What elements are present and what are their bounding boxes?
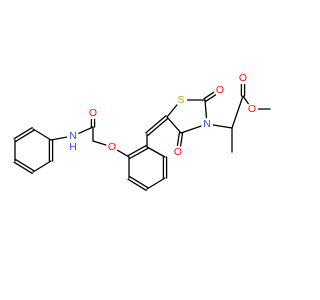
bond-c5-c4	[166, 116, 182, 134]
bond-q4-q5-line0	[15, 129, 35, 143]
bond-q2-q3-line0	[15, 158, 35, 172]
atom-o_c4: O	[174, 146, 182, 158]
atom-n_ring: N	[203, 118, 211, 130]
bond-h4-h5-line0	[129, 147, 149, 160]
bond-c5-c_exo-line0	[145, 115, 167, 134]
bond-c_alpha-n_ring	[212, 124, 233, 129]
atom-label-o_ether: O	[108, 141, 116, 153]
bond-c4-n_ring	[180, 125, 202, 134]
bond-c4-o_c4-line0	[176, 132, 181, 146]
bond-n_ring-c2	[204, 99, 208, 119]
bond-c_ester-c_alpha	[231, 95, 244, 129]
atom-o_ether: O	[108, 141, 116, 153]
atom-label-o_c2: O	[216, 84, 224, 96]
bond-s_ring-c5	[166, 104, 178, 118]
bond-h2-h3-line1	[127, 178, 147, 192]
atom-label-n_ring: N	[203, 118, 211, 130]
bond-q1-q2	[32, 160, 52, 173]
atom-label-o_ester: O	[248, 103, 256, 115]
atom-nh_amide: NH	[69, 130, 77, 153]
bond-c2-o_c2-line1	[203, 91, 215, 100]
atom-o_carbonyl_ester: O	[239, 72, 247, 84]
bond-q5-q0	[32, 128, 52, 141]
bond-h4-o_ether	[116, 149, 130, 158]
bond-q2-q3-line1	[13, 161, 33, 175]
bond-o_ester-c_ester	[242, 95, 249, 105]
atom-label-nh_amide: N	[69, 130, 77, 142]
bond-c4-o_c4-line1	[179, 132, 184, 147]
atom-o_amide: O	[89, 107, 97, 119]
atom-label-o_c4: O	[174, 146, 182, 158]
bond-h2-h3-line0	[129, 175, 149, 189]
atom-label-s_ring: S	[177, 94, 184, 106]
atom-s_ring: S	[177, 94, 184, 106]
bond-c5-c_exo-line1	[147, 117, 169, 136]
bond-h4-h5-line1	[127, 144, 147, 157]
bond-c2-o_c2-line0	[205, 94, 217, 102]
atom-hydrogen-nh_amide: H	[69, 141, 77, 153]
bond-nh_amide-q0	[50, 136, 68, 141]
bond-layer	[13, 83, 271, 192]
bond-q4-q5-line1	[13, 126, 33, 140]
atom-o_c2: O	[216, 84, 224, 96]
atom-label-o_amide: O	[89, 107, 97, 119]
bond-o_ether-c_ch2	[92, 140, 107, 146]
bond-c_amide-nh_amide	[78, 126, 94, 134]
atom-o_ester: O	[248, 103, 256, 115]
bond-h1-h2	[146, 177, 166, 190]
bond-h5-h0	[146, 146, 166, 158]
atom-label-o_carbonyl_ester: O	[239, 72, 247, 84]
